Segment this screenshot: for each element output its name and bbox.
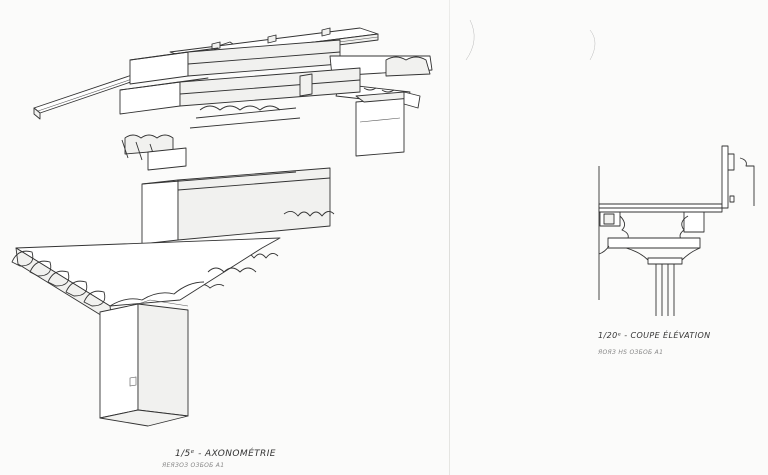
mid-block: [119, 67, 361, 115]
upper-block: [129, 39, 341, 85]
section-elevation-caption: 1/20ᵉ - COUPE ÉLÉVATION: [598, 331, 711, 340]
lower-tie-beam: [141, 167, 331, 245]
sheet-fold-line: [449, 0, 450, 475]
column-post: [99, 299, 189, 427]
section-elevation-drawing: [598, 145, 755, 316]
mid-cantilever-left: [121, 105, 301, 171]
center-column: [355, 91, 421, 157]
axonometric-caption: 1/5ᵉ - AXONOMÉTRIE: [175, 449, 276, 459]
section-elevation-reference: ЯОЯЗ НЅ ОЗБОБ А1: [598, 349, 664, 356]
axonometric-drawing: [11, 27, 433, 427]
axonometric-reference: ЯЕЯЗОЗ ОЗБОБ А1: [162, 462, 225, 469]
large-bracket-arm: [11, 237, 281, 323]
